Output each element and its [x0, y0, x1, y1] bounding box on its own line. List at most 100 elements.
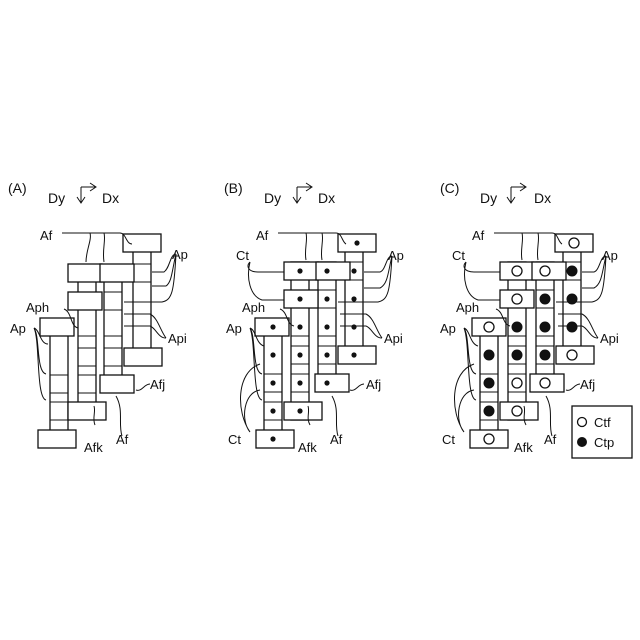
- panel-c-ctp-marker: [484, 350, 494, 360]
- panel-b-label-ap-right: Ap: [388, 248, 404, 263]
- panel-c-ctf-marker: [567, 350, 577, 360]
- panel-c-label-afj: Afj: [580, 377, 595, 392]
- panel-b-leader-ap-left: [250, 328, 264, 400]
- panel-a-label-ap-right: Ap: [172, 247, 188, 262]
- panel-b-contact-dot: [351, 352, 356, 357]
- panel-c-ctp-marker: [540, 322, 550, 332]
- panel-c-label-ct-bottom: Ct: [442, 432, 455, 447]
- panel-a-leader-ap-left: [34, 328, 48, 400]
- panel-b-label-ct-top: Ct: [236, 248, 249, 263]
- panel-b-leader-af-bottom: [332, 396, 338, 436]
- panel-a-dx-label: Dx: [102, 190, 119, 206]
- panel-b-contact-dot: [297, 352, 302, 357]
- panel-b-leader-afj: [350, 384, 364, 390]
- panel-c-leader-ap-left: [464, 328, 478, 400]
- panel-b-vertical-strip: [291, 262, 309, 420]
- panel-b-label-api: Api: [384, 331, 403, 346]
- panel-b-label-ap-left: Ap: [226, 321, 242, 336]
- panel-c-leader-ct-top: [464, 262, 500, 300]
- panel-a-leader-af-top-branch: [86, 233, 105, 262]
- panel-c-ctf-marker: [512, 406, 522, 416]
- panel-b-direction-arrows-icon: [293, 183, 312, 203]
- panel-b-contact-dot: [270, 408, 275, 413]
- panel-c-ctf-marker: [512, 266, 522, 276]
- panel-c-ctp-marker: [484, 406, 494, 416]
- panel-c-leader-afj: [566, 384, 580, 390]
- panel-b-contact-dot: [324, 324, 329, 329]
- panel-c-leader-af-bottom: [546, 396, 552, 436]
- legend-open-circle-icon: [578, 418, 587, 427]
- panel-b-horizontal-strip: [284, 402, 322, 420]
- panel-c-leader-af-top: [494, 233, 562, 260]
- panel-b-leader-af-top: [278, 233, 346, 260]
- panel-c-ctp-marker: [540, 294, 550, 304]
- panel-c-label-ap-right: Ap: [602, 248, 618, 263]
- panel-a-horizontal-strip: [68, 264, 102, 282]
- panel-a-horizontal-strip: [124, 348, 162, 366]
- panel-c-label-api: Api: [600, 331, 619, 346]
- panel-c-ctp-marker: [540, 350, 550, 360]
- panel-a: (A) Dy Dx Af Ap Aph Ap: [8, 180, 188, 455]
- panel-a-horizontal-strip: [100, 264, 134, 282]
- panel-b-label-afj: Afj: [366, 377, 381, 392]
- panel-c-label-ap-left: Ap: [440, 321, 456, 336]
- panel-b-leader-ct-bottom: [241, 364, 260, 432]
- panel-b-contact-dot: [324, 380, 329, 385]
- panel-a-vertical-strip: [50, 322, 68, 434]
- panel-b-contact-dot: [324, 352, 329, 357]
- panel-a-tag: (A): [8, 180, 27, 196]
- legend-label-ctp: Ctp: [594, 435, 614, 450]
- panel-b-leader-ct-top: [248, 262, 284, 300]
- panel-a-leader-af-top: [62, 233, 132, 244]
- panel-c-ctf-marker: [484, 322, 494, 332]
- panel-a-label-afj: Afj: [150, 377, 165, 392]
- legend-filled-circle-icon: [578, 438, 587, 447]
- panel-c-tag: (C): [440, 180, 459, 196]
- panel-c-ctp-marker: [567, 266, 577, 276]
- panel-c-ctp-marker: [512, 322, 522, 332]
- panel-b-label-afk: Afk: [298, 440, 317, 455]
- panel-c-ctf-marker: [512, 378, 522, 388]
- panel-a-label-ap-left: Ap: [10, 321, 26, 336]
- panel-c-label-afk: Afk: [514, 440, 533, 455]
- panel-b-horizontal-strip: [315, 374, 349, 392]
- panel-a-label-af-top: Af: [40, 228, 53, 243]
- panel-c-vertical-strip: [508, 262, 526, 420]
- panel-c-dy-label: Dy: [480, 190, 497, 206]
- panel-c-ctf-marker: [540, 378, 550, 388]
- panel-a-horizontal-strip: [38, 430, 76, 448]
- panel-b-contact-dot: [270, 352, 275, 357]
- panel-b-label-ct-bottom: Ct: [228, 432, 241, 447]
- legend-box: [572, 406, 632, 458]
- panel-c-dx-label: Dx: [534, 190, 551, 206]
- panel-c-label-af-bottom: Af: [544, 432, 557, 447]
- panel-b-dx-label: Dx: [318, 190, 335, 206]
- legend-label-ctf: Ctf: [594, 415, 611, 430]
- panel-a-horizontal-strip: [100, 375, 134, 393]
- panel-a-horizontal-strip: [68, 292, 102, 310]
- panel-b-contact-dot: [351, 324, 356, 329]
- panel-a-horizontal-strip: [40, 318, 74, 336]
- panel-a-leader-af-bottom: [116, 396, 122, 436]
- panel-c-ctp-marker: [484, 378, 494, 388]
- panel-a-leader-afj: [136, 384, 150, 390]
- panel-b-contact-dot: [270, 324, 275, 329]
- panel-c: (C) Dy Dx: [440, 180, 632, 458]
- panel-b-label-aph: Aph: [242, 300, 265, 315]
- panel-b-contact-dot: [297, 380, 302, 385]
- panel-c-direction-arrows-icon: [507, 183, 526, 203]
- panel-b-label-af-top: Af: [256, 228, 269, 243]
- panel-c-ctf-marker: [512, 294, 522, 304]
- panel-b: (B) Dy Dx: [224, 180, 404, 455]
- panel-b-label-af-bottom: Af: [330, 432, 343, 447]
- panel-c-ctf-marker: [540, 266, 550, 276]
- panel-c-label-af-top: Af: [472, 228, 485, 243]
- panel-c-ctf-marker: [569, 238, 579, 248]
- panel-b-contact-dot: [324, 296, 329, 301]
- panel-b-contact-dot: [297, 324, 302, 329]
- panel-c-leader-ct-bottom: [455, 364, 474, 432]
- panel-a-label-af-bottom: Af: [116, 432, 129, 447]
- panel-b-contact-dot: [354, 240, 359, 245]
- panel-b-contact-dot: [270, 380, 275, 385]
